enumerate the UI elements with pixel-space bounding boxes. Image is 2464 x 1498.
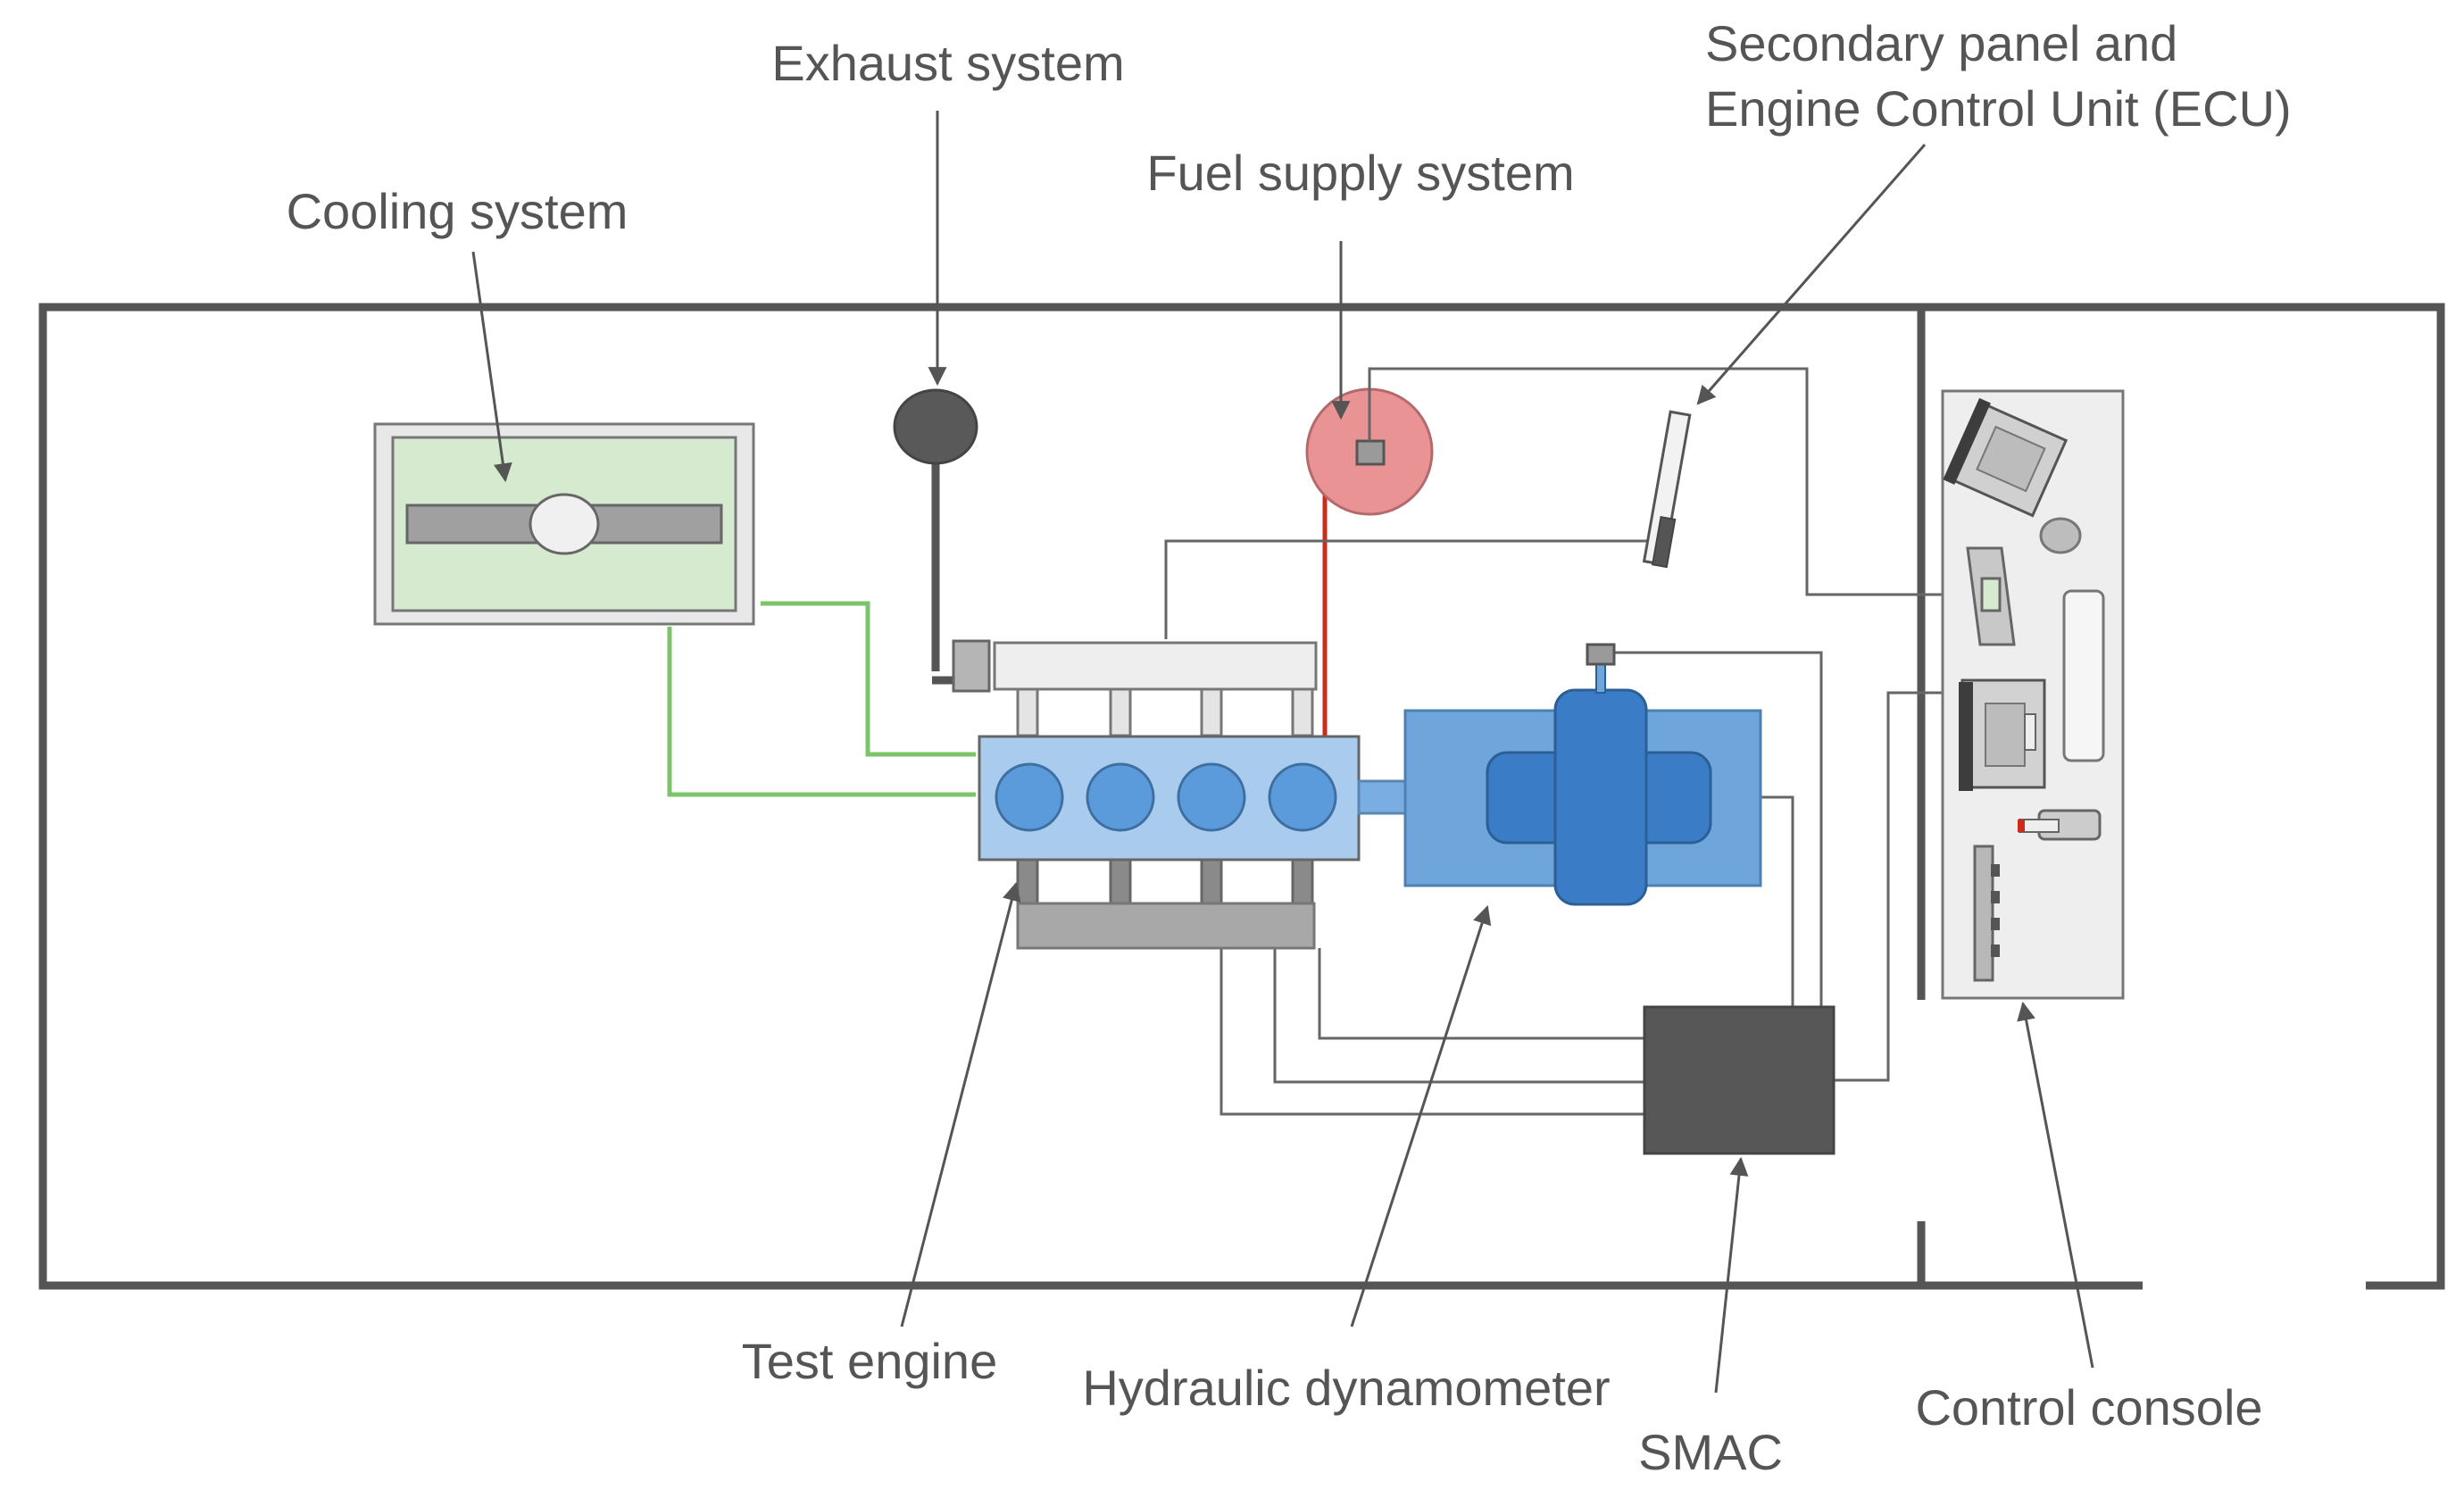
engine-cylinder <box>1086 762 1155 832</box>
coolant-line-upper <box>761 601 976 757</box>
wire-fuel-to-console <box>1368 367 1973 596</box>
exhaust-flange <box>952 639 991 693</box>
ecu-unit <box>1651 516 1677 569</box>
engine-runner <box>1291 687 1314 737</box>
cooling-fan <box>529 493 600 555</box>
test-engine <box>978 641 1434 950</box>
console-button <box>1991 945 2000 957</box>
laptop-keyboard <box>1976 425 2046 493</box>
label-cooling-system: Cooling system <box>287 183 628 239</box>
cooling-system <box>373 422 755 626</box>
engine-mount <box>1200 857 1223 907</box>
wire-engine-to-smac-2 <box>1273 948 1644 1084</box>
outer-wall <box>38 303 2445 1290</box>
console-button <box>1991 891 2000 903</box>
engine-mount <box>1291 857 1314 907</box>
engine-mount <box>1109 857 1132 907</box>
engine-base <box>1016 902 1316 950</box>
laptop-keyboard <box>1985 703 2026 767</box>
console-button <box>1991 918 2000 930</box>
label-secondary-panel-line1: Secondary panel and <box>1705 15 2177 71</box>
engine-runner <box>1200 687 1223 737</box>
console-button <box>1991 864 2000 877</box>
engine-runner <box>1109 687 1132 737</box>
wire-engine-to-ecu <box>1164 539 1648 639</box>
console-panel-slot <box>2062 589 2105 762</box>
leader-smac <box>1714 1156 1749 1394</box>
label-test-engine: Test engine <box>742 1333 997 1389</box>
console-joystick-tip <box>2018 820 2025 832</box>
wire-smac-to-console <box>1834 691 1962 1082</box>
leader-ecu <box>1696 144 1927 405</box>
laptop-screen <box>1943 397 1991 485</box>
engine-mount <box>1016 857 1039 907</box>
fuel-supply-system <box>1305 387 1434 737</box>
exhaust-silencer <box>893 388 978 465</box>
console-laptop-mid <box>1959 678 2046 791</box>
console-joystick-lever <box>2019 819 2060 833</box>
hydraulic-dynamometer <box>1403 643 1762 906</box>
label-control-console: Control console <box>1915 1379 2262 1436</box>
dyno-stator <box>1553 688 1648 906</box>
coolant-line-lower <box>667 627 976 797</box>
engine-runner <box>1016 687 1039 737</box>
wire-engine-to-smac-3 <box>1220 948 1644 1116</box>
label-fuel-supply-system: Fuel supply system <box>1146 145 1574 201</box>
control-console <box>1941 389 2125 1000</box>
console-display <box>1980 577 2002 612</box>
label-smac: SMAC <box>1638 1424 1783 1480</box>
dyno-valve-stem <box>1595 662 1606 694</box>
engine-cylinder <box>995 762 1064 832</box>
leader-dyno <box>1350 905 1492 1327</box>
engine-cylinder <box>1268 762 1337 832</box>
coolant-lines <box>667 601 976 797</box>
room-walls <box>38 303 2445 1290</box>
laptop-screen <box>1959 682 1973 791</box>
labels: Exhaust system Secondary panel and Engin… <box>287 15 2292 1480</box>
wire-dyno-to-smac <box>1598 651 1823 1007</box>
wire-engine-to-smac-1 <box>1318 948 1644 1040</box>
label-hydraulic-dynamometer: Hydraulic dynamometer <box>1082 1360 1610 1416</box>
console-knob <box>2039 517 2082 554</box>
engine-cylinder <box>1177 762 1246 832</box>
exhaust-system <box>893 388 991 693</box>
leader-cooling <box>471 251 512 483</box>
dyno-valve <box>1586 643 1616 666</box>
smac-unit <box>1643 1005 1836 1155</box>
fuel-sensor <box>1355 439 1386 466</box>
laptop-touchpad <box>2024 713 2036 751</box>
leader-lines <box>471 111 2094 1394</box>
console-laptop-top <box>1943 397 2069 518</box>
leader-test-engine <box>900 881 1021 1327</box>
label-secondary-panel-line2: Engine Control Unit (ECU) <box>1705 80 2292 137</box>
label-exhaust-system: Exhaust system <box>771 35 1124 91</box>
engine-manifold <box>993 641 1318 691</box>
leader-console <box>2017 1001 2094 1369</box>
console-button-strip <box>1973 845 1994 982</box>
secondary-panel-ecu <box>1642 410 1692 569</box>
